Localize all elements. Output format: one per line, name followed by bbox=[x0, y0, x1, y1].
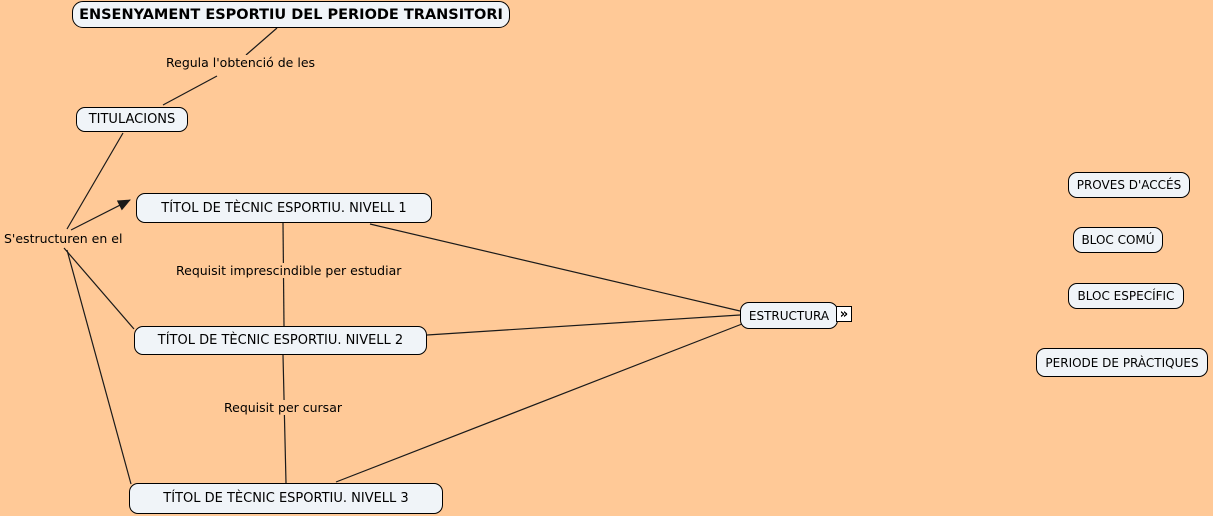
node-titol-nivell-3[interactable]: TÍTOL DE TÈCNIC ESPORTIU. NIVELL 3 bbox=[129, 483, 443, 514]
node-bloc-especific[interactable]: BLOC ESPECÍFIC bbox=[1068, 283, 1184, 309]
connector-line-sestructuren-to-titol-nivell-1 bbox=[70, 199, 131, 231]
connector-line-titol-nivell-2-to-titol-nivell-3 bbox=[282, 354, 287, 484]
node-periode-practiques[interactable]: PERIODE DE PRÀCTIQUES bbox=[1036, 348, 1208, 377]
connector-line-ensenyament-to-regula bbox=[245, 27, 278, 56]
connector-line-titol-nivell-1-to-estructura bbox=[369, 223, 741, 312]
connector-line-titol-nivell-2-to-estructura bbox=[426, 314, 741, 336]
node-estructura[interactable]: ESTRUCTURA bbox=[740, 302, 838, 329]
link-label-requisit-estudiar[interactable]: Requisit imprescindible per estudiar bbox=[174, 263, 404, 278]
connector-line-sestructuren-to-titol-nivell-3 bbox=[66, 249, 132, 485]
node-titol-nivell-1[interactable]: TÍTOL DE TÈCNIC ESPORTIU. NIVELL 1 bbox=[136, 193, 432, 223]
node-proves-dacces[interactable]: PROVES D'ACCÉS bbox=[1068, 172, 1190, 198]
node-titulacions[interactable]: TITULACIONS bbox=[76, 107, 188, 132]
link-label-sestructuren[interactable]: S'estructuren en el bbox=[2, 231, 125, 246]
expand-chevrons-icon[interactable]: » bbox=[836, 306, 852, 322]
node-bloc-comu[interactable]: BLOC COMÚ bbox=[1073, 227, 1163, 253]
node-ensenyament[interactable]: ENSENYAMENT ESPORTIU DEL PERIODE TRANSIT… bbox=[72, 1, 510, 28]
link-label-requisit-cursar[interactable]: Requisit per cursar bbox=[222, 400, 344, 415]
connector-line-titulacions-to-sestructuren bbox=[66, 132, 124, 230]
connector-line-sestructuren-to-titol-nivell-2 bbox=[63, 247, 135, 330]
connector-line-regula-to-titulacions bbox=[162, 75, 218, 106]
connector-line-titol-nivell-3-to-estructura bbox=[335, 323, 743, 483]
link-label-regula[interactable]: Regula l'obtenció de les bbox=[164, 55, 318, 70]
node-titol-nivell-2[interactable]: TÍTOL DE TÈCNIC ESPORTIU. NIVELL 2 bbox=[134, 326, 427, 355]
